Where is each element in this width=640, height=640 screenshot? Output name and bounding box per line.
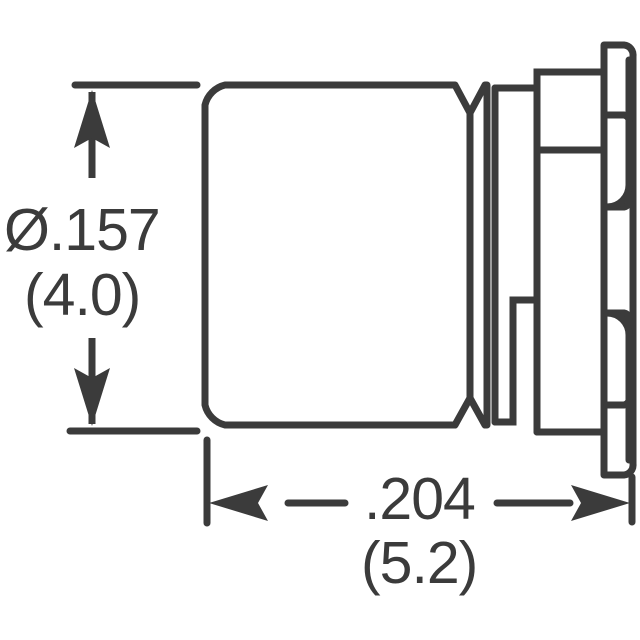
capacitor-body-group [201, 81, 491, 429]
capacitor-can-outline [201, 81, 491, 429]
upper-terminal-return [603, 56, 633, 211]
length-imperial-label: .204 [364, 466, 475, 532]
base-plate-lower-step [491, 296, 541, 426]
diameter-metric-label: (4.0) [24, 262, 140, 328]
base-plate-group [491, 68, 608, 436]
lower-terminal-return [603, 309, 633, 464]
length-dimension-group: .204 (5.2) [203, 436, 636, 596]
diameter-dimension-group: Ø.157 (4.0) [4, 81, 201, 435]
diameter-arrowhead-top [74, 90, 110, 148]
base-plate-upper-step [491, 68, 608, 92]
terminal-plate-group [600, 41, 637, 479]
length-arrowhead-right [571, 485, 630, 521]
diameter-arrowhead-bottom [74, 368, 110, 426]
terminal-plate-outline [600, 41, 637, 479]
length-arrowhead-left [209, 485, 268, 521]
diameter-imperial-label: Ø.157 [4, 197, 160, 263]
length-metric-label: (5.2) [361, 530, 477, 596]
